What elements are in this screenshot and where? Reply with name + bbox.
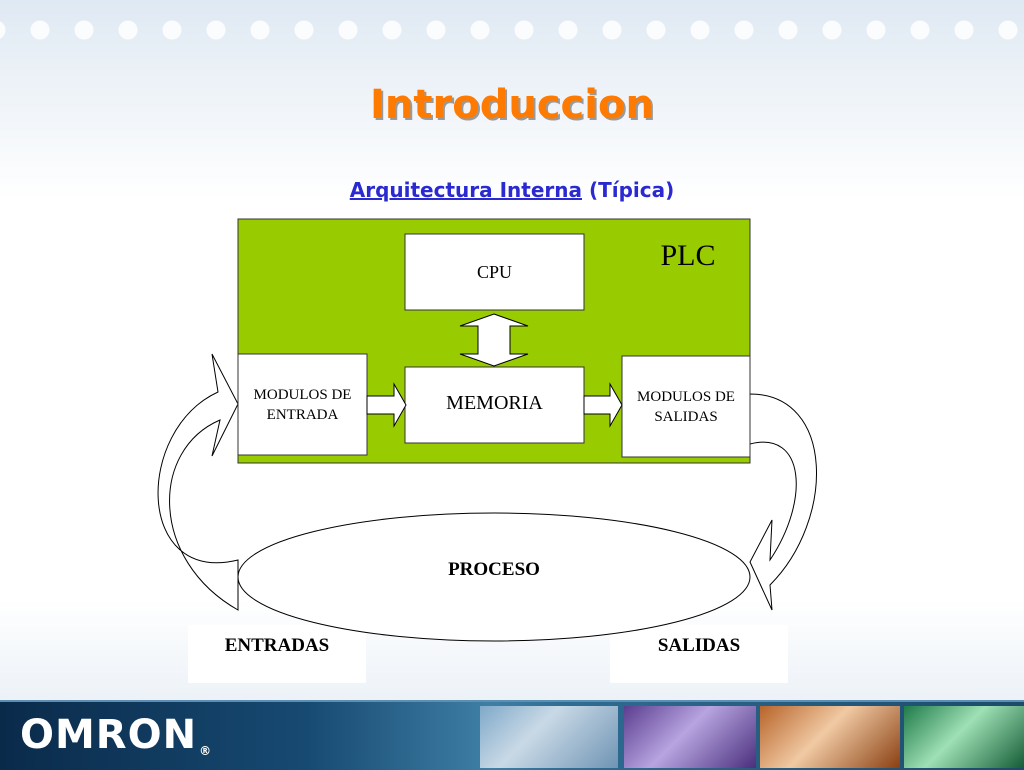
plc-label: PLC [660, 239, 716, 272]
output-modules-label: MODULOS DE SALIDAS [637, 388, 735, 425]
input-modules-box [237, 353, 368, 456]
process-label: PROCESO [448, 559, 540, 580]
input-modules-label: MODULOS DE ENTRADA [253, 386, 352, 423]
cpu-label: CPU [476, 261, 512, 282]
omron-logo: OMRON® [20, 712, 213, 758]
output-modules-box [621, 355, 751, 458]
memory-to-output-arrow [583, 382, 623, 428]
outputs-label-panel [610, 625, 788, 683]
plc-architecture-diagram [157, 218, 817, 683]
right-curved-arrow [749, 393, 817, 611]
factory-photo-1 [480, 706, 618, 768]
outputs-label: SALIDAS [657, 635, 741, 656]
input-to-memory-arrow [366, 382, 407, 428]
subtitle-rest: (Típica) [582, 178, 675, 202]
cpu-memory-double-arrow [459, 313, 529, 367]
factory-photo-2 [624, 706, 756, 768]
left-curved-arrow [157, 353, 239, 611]
slide-title: Introduccion [370, 82, 654, 128]
header-dot-pattern [0, 0, 1024, 60]
subtitle-link[interactable]: Arquitectura Interna [349, 178, 582, 202]
cpu-box [404, 233, 585, 311]
process-ellipse [237, 512, 751, 642]
inputs-label: ENTRADAS [224, 635, 330, 656]
inputs-label-panel [188, 625, 366, 683]
factory-photo-4 [904, 706, 1024, 768]
memory-box [404, 366, 585, 444]
footer-banner: OMRON® [0, 700, 1024, 770]
slide-subtitle: Arquitectura Interna (Típica) [0, 178, 1024, 202]
factory-photo-3 [760, 706, 900, 768]
memory-label: MEMORIA [446, 391, 543, 414]
